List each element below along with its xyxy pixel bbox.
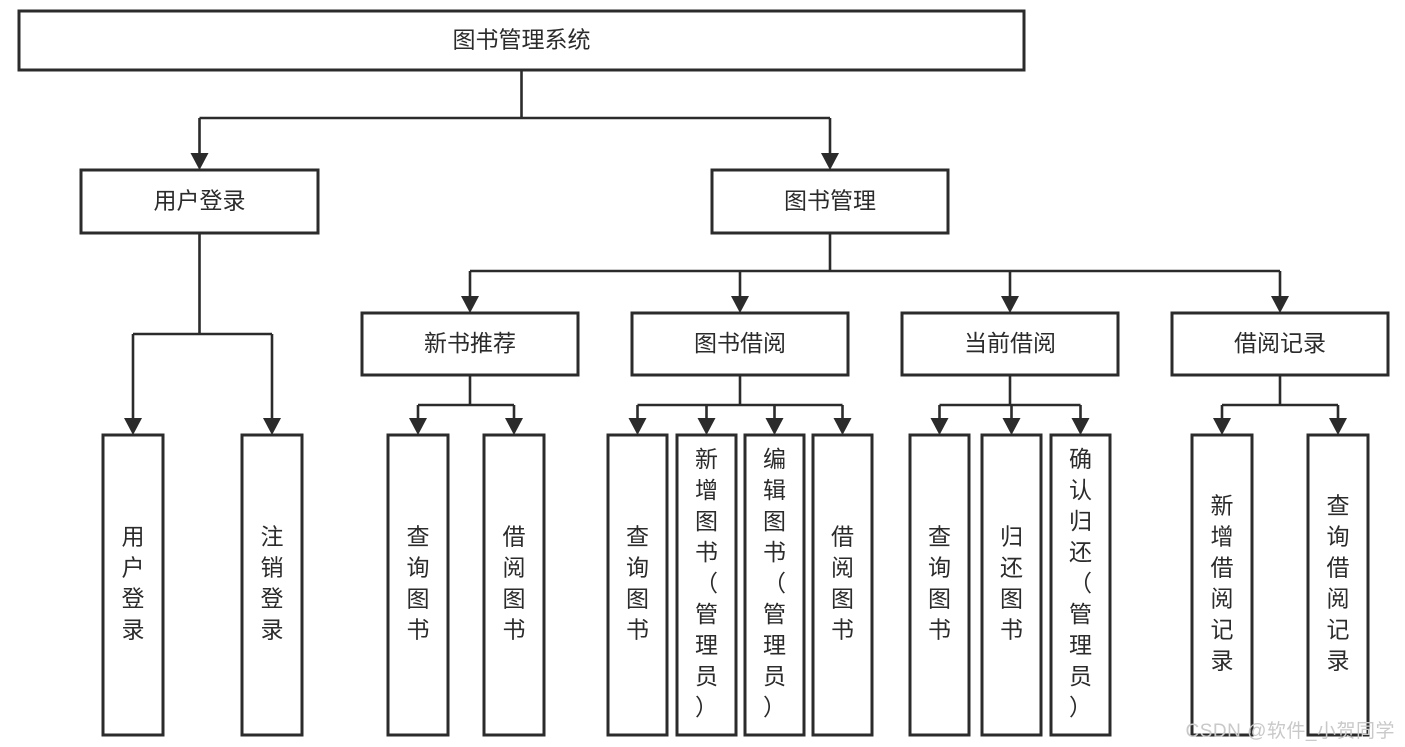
node-label-leaf-borrow-book-2: 借阅图书 <box>831 524 854 643</box>
arrow-user-login-0-head <box>124 418 142 435</box>
arrow-book-management-0-head <box>461 296 479 313</box>
node-box-leaf-return-book <box>980 433 1043 737</box>
node-box-leaf-borrow-book-2 <box>811 433 874 737</box>
node-leaf-borrow-book-1[interactable]: 借阅图书 <box>482 433 546 737</box>
arrow-borrow-record-1-head <box>1329 418 1347 435</box>
node-leaf-return-book[interactable]: 归还图书 <box>980 433 1043 737</box>
arrow-book-management-2-head <box>1001 296 1019 313</box>
node-label-leaf-add-book: 新增图书（管理员） <box>695 446 718 720</box>
node-label-leaf-borrow-book-1: 借阅图书 <box>503 524 526 643</box>
node-box-leaf-confirm-return <box>1049 433 1112 737</box>
node-label-leaf-query-book-3: 查询图书 <box>928 524 951 643</box>
node-user-login[interactable]: 用户登录 <box>79 168 320 235</box>
arrow-current-borrow-2-head <box>1071 418 1090 435</box>
node-leaf-query-record[interactable]: 查询借阅记录 <box>1306 433 1370 737</box>
node-label-root: 图书管理系统 <box>453 27 591 53</box>
node-box-leaf-add-book <box>675 433 738 737</box>
arrow-current-borrow-1-head <box>1002 418 1021 435</box>
node-leaf-query-book-2[interactable]: 查询图书 <box>606 433 669 737</box>
arrow-root-0-head <box>190 153 209 170</box>
node-book-management[interactable]: 图书管理 <box>710 168 950 235</box>
arrow-book-management-3-head <box>1271 296 1289 313</box>
node-label-leaf-add-record: 新增借阅记录 <box>1211 493 1234 674</box>
node-label-leaf-edit-book: 编辑图书（管理员） <box>763 446 786 720</box>
node-book-borrow[interactable]: 图书借阅 <box>630 311 850 377</box>
node-current-borrow[interactable]: 当前借阅 <box>900 311 1120 377</box>
node-box-book-management <box>710 168 950 235</box>
node-leaf-query-book-3[interactable]: 查询图书 <box>908 433 971 737</box>
arrow-book-borrow-1-head <box>697 418 716 435</box>
node-box-leaf-user-logout <box>240 433 304 737</box>
node-box-user-login <box>79 168 320 235</box>
node-root[interactable]: 图书管理系统 <box>17 9 1026 72</box>
node-label-leaf-confirm-return: 确认归还（管理员） <box>1069 446 1092 720</box>
node-box-leaf-query-book-2 <box>606 433 669 737</box>
node-borrow-record[interactable]: 借阅记录 <box>1170 311 1390 377</box>
arrow-borrow-record-0-head <box>1213 418 1231 435</box>
node-label-leaf-user-login: 用户登录 <box>122 524 145 643</box>
node-box-root <box>17 9 1026 72</box>
node-box-leaf-borrow-book-1 <box>482 433 546 737</box>
node-box-leaf-query-book-3 <box>908 433 971 737</box>
node-label-borrow-record: 借阅记录 <box>1234 330 1326 356</box>
node-label-book-borrow: 图书借阅 <box>694 330 786 356</box>
node-box-leaf-query-book-1 <box>386 433 450 737</box>
node-label-leaf-return-book: 归还图书 <box>1000 524 1023 643</box>
node-label-user-login: 用户登录 <box>154 188 246 214</box>
node-leaf-add-book[interactable]: 新增图书（管理员） <box>675 433 738 737</box>
node-leaf-confirm-return[interactable]: 确认归还（管理员） <box>1049 433 1112 737</box>
connector-layer <box>124 70 1347 435</box>
arrow-root-1-head <box>821 153 839 170</box>
arrow-new-book-recommend-0-head <box>409 418 427 435</box>
arrow-current-borrow-0-head <box>930 418 949 435</box>
node-leaf-query-book-1[interactable]: 查询图书 <box>386 433 450 737</box>
node-box-new-book-recommend <box>360 311 580 377</box>
node-leaf-borrow-book-2[interactable]: 借阅图书 <box>811 433 874 737</box>
node-box-leaf-add-record <box>1190 433 1254 737</box>
node-label-leaf-query-book-1: 查询图书 <box>407 524 430 643</box>
node-leaf-user-logout[interactable]: 注销登录 <box>240 433 304 737</box>
arrow-book-management-1-head <box>731 296 749 313</box>
node-box-leaf-user-login <box>101 433 165 737</box>
node-label-current-borrow: 当前借阅 <box>964 330 1056 356</box>
node-leaf-edit-book[interactable]: 编辑图书（管理员） <box>743 433 806 737</box>
arrow-book-borrow-0-head <box>628 418 647 435</box>
node-new-book-recommend[interactable]: 新书推荐 <box>360 311 580 377</box>
arrow-user-login-1-head <box>263 418 281 435</box>
node-leaf-add-record[interactable]: 新增借阅记录 <box>1190 433 1254 737</box>
node-box-book-borrow <box>630 311 850 377</box>
node-box-borrow-record <box>1170 311 1390 377</box>
node-label-new-book-recommend: 新书推荐 <box>424 330 516 356</box>
node-box-leaf-edit-book <box>743 433 806 737</box>
node-label-leaf-user-logout: 注销登录 <box>261 524 284 643</box>
node-label-leaf-query-book-2: 查询图书 <box>626 524 649 643</box>
node-leaf-user-login[interactable]: 用户登录 <box>101 433 165 737</box>
arrow-book-borrow-3-head <box>833 418 852 435</box>
arrow-new-book-recommend-1-head <box>505 418 523 435</box>
node-box-current-borrow <box>900 311 1120 377</box>
node-layer: 图书管理系统用户登录用户登录注销登录图书管理新书推荐查询图书借阅图书图书借阅查询… <box>17 9 1390 737</box>
arrow-book-borrow-2-head <box>765 418 784 435</box>
node-label-book-management: 图书管理 <box>784 188 876 214</box>
node-box-leaf-query-record <box>1306 433 1370 737</box>
node-label-leaf-query-record: 查询借阅记录 <box>1327 493 1350 674</box>
